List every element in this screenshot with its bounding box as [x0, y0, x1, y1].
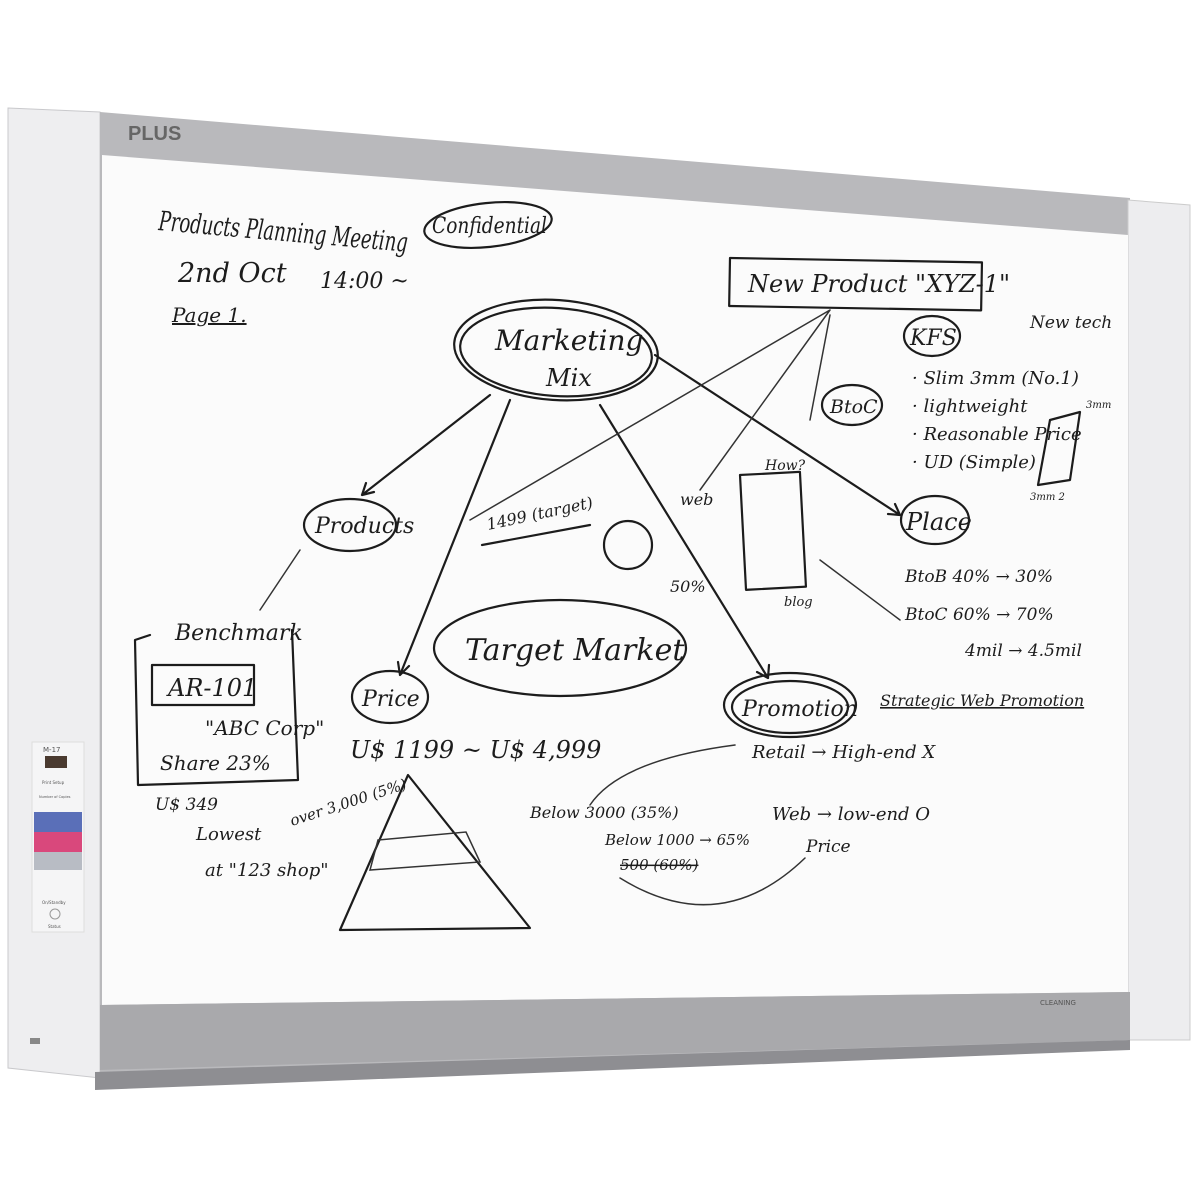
marketing-mix: Mix	[545, 364, 592, 392]
btoc-share: BtoC 60% → 70%	[904, 605, 1054, 625]
model-label: M-17	[43, 746, 60, 754]
benchmark-label: Benchmark	[174, 621, 303, 646]
page-number: Page 1.	[171, 303, 247, 327]
btob-share: BtoB 40% → 30%	[904, 567, 1053, 587]
on-standby-label: On/Standby	[42, 900, 66, 905]
benchmark-company: "ABC Corp"	[205, 716, 324, 740]
dimension-note: 3mm	[1086, 400, 1111, 411]
retail-note: Retail → High-end X	[751, 742, 936, 763]
benchmark-product: AR-101	[166, 674, 257, 702]
kfs-item: · lightweight	[912, 396, 1028, 417]
tier-below-1000: Below 1000 → 65%	[604, 831, 750, 849]
print-setup-label: Print Setup	[42, 780, 65, 785]
dimension-note: 3mm 2	[1030, 492, 1065, 503]
save-button[interactable]	[34, 812, 82, 832]
right-side-panel	[1127, 199, 1191, 1041]
new-product-box: New Product "XYZ-1"	[747, 270, 1010, 298]
lowest-price: U$ 349	[155, 795, 218, 815]
tray-edge	[95, 1040, 1130, 1090]
tier-below-3000: Below 3000 (35%)	[529, 803, 679, 822]
percent-note: 50%	[670, 577, 706, 596]
handwriting: Products Planning Meeting Confidential 2…	[133, 201, 1112, 932]
struck-note: 500 (60%)	[620, 856, 699, 874]
kfs-item: · Slim 3mm (No.1)	[912, 368, 1079, 389]
writing-surface	[102, 155, 1128, 1005]
web-note-lowend: Web → low-end O	[772, 804, 930, 825]
copy-count-display	[45, 756, 67, 768]
cleaning-label: CLEANING	[1040, 999, 1076, 1007]
strategic-web-note: Strategic Web Promotion	[880, 691, 1084, 710]
confidential-note: Confidential	[432, 214, 547, 239]
new-tech-note: New tech	[1029, 313, 1112, 333]
web-note: web	[680, 490, 713, 509]
btoc-bubble: BtoC	[829, 396, 878, 418]
meeting-time: 14:00 ~	[320, 269, 409, 294]
marker-tray	[100, 992, 1130, 1070]
feed-button[interactable]	[34, 852, 82, 870]
kfs-item: · UD (Simple)	[912, 452, 1036, 473]
blog-note: blog	[784, 595, 813, 610]
kfs-label: KFS	[909, 326, 957, 351]
status-label: Status	[48, 924, 61, 929]
usb-port-icon	[30, 1038, 40, 1044]
volume-note: 4mil → 4.5mil	[964, 641, 1082, 661]
target-market-node: Target Market	[465, 633, 685, 668]
marketing-mix: Marketing	[494, 324, 643, 357]
promotion-node: Promotion	[741, 697, 858, 722]
price-note: Price	[805, 837, 851, 857]
kfs-item: · Reasonable Price	[912, 424, 1082, 445]
price-range: U$ 1199 ~ U$ 4,999	[350, 736, 601, 764]
copies-label: Number of Copies	[39, 795, 71, 799]
how-note: How?	[764, 458, 806, 474]
place-node: Place	[905, 508, 972, 536]
shop-label: at "123 shop"	[205, 860, 329, 881]
benchmark-share: Share 23%	[160, 751, 271, 775]
power-icon[interactable]	[49, 908, 61, 920]
meeting-date: 2nd Oct	[177, 258, 287, 289]
price-node: Price	[361, 687, 420, 712]
lowest-label: Lowest	[195, 824, 262, 845]
brand-logo: PLUS	[128, 123, 181, 145]
print-button[interactable]	[34, 832, 82, 852]
products-node: Products	[314, 514, 414, 539]
